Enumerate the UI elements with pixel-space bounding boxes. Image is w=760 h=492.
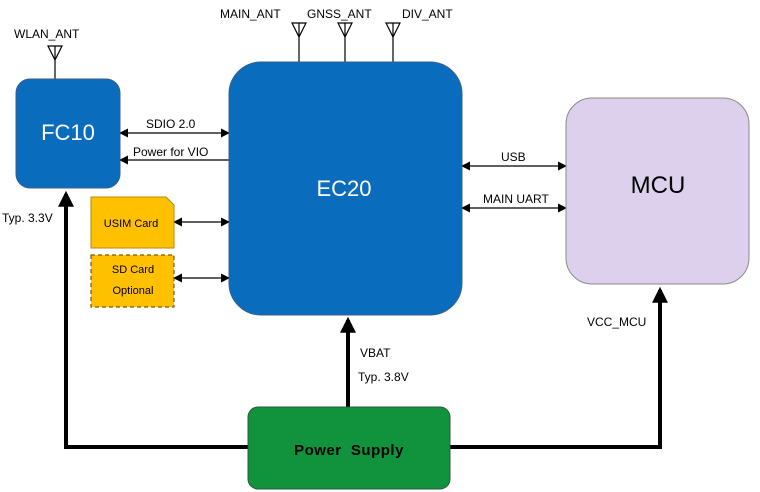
power-supply-box	[247, 406, 451, 490]
main-antenna-icon	[291, 22, 307, 62]
main-ant-label: MAIN_ANT	[220, 7, 281, 21]
mcu-block: MCU	[565, 97, 750, 285]
ec20-label: EC20	[316, 176, 371, 201]
signal-wires	[119, 128, 567, 283]
power-supply-label: Power Supply	[294, 442, 404, 459]
usim-card-shape	[90, 196, 175, 249]
main-uart-label: MAIN UART	[483, 192, 549, 206]
usb-label: USB	[501, 150, 526, 164]
power-line-fc10	[58, 190, 248, 449]
vcc-mcu-label: VCC_MCU	[587, 315, 646, 329]
div-ant-label: DIV_ANT	[402, 7, 453, 21]
fc10-box	[15, 78, 121, 189]
fc10-block: FC10	[15, 78, 121, 189]
power-wires	[58, 190, 668, 449]
sd-card-shape	[90, 254, 175, 308]
sd-card-optional-label: Optional	[113, 285, 154, 297]
mcu-label: MCU	[631, 172, 686, 199]
ec20-box	[228, 61, 463, 316]
div-antenna-icon	[385, 22, 401, 62]
wlan-ant-label: WLAN_ANT	[14, 27, 80, 41]
sd-card-block: SD Card Optional	[90, 254, 175, 308]
mcu-box	[565, 97, 750, 285]
typ-33v-label: Typ. 3.3V	[2, 211, 53, 225]
power-vio-label: Power for VIO	[133, 145, 208, 159]
usim-card-block: USIM Card	[90, 196, 175, 249]
ec20-block: EC20	[228, 61, 463, 316]
sdio-label: SDIO 2.0	[146, 117, 196, 131]
usim-card-label: USIM Card	[104, 218, 158, 230]
typ-38v-label: Typ. 3.8V	[358, 370, 409, 384]
power-line-mcu	[450, 286, 668, 449]
gnss-antenna-icon	[337, 22, 353, 62]
sd-card-label: SD Card	[112, 264, 154, 276]
wlan-antenna-icon	[47, 45, 63, 79]
power-supply-block: Power Supply	[247, 406, 451, 490]
fc10-label: FC10	[41, 120, 95, 145]
gnss-ant-label: GNSS_ANT	[307, 7, 372, 21]
vbat-label: VBAT	[360, 346, 391, 360]
